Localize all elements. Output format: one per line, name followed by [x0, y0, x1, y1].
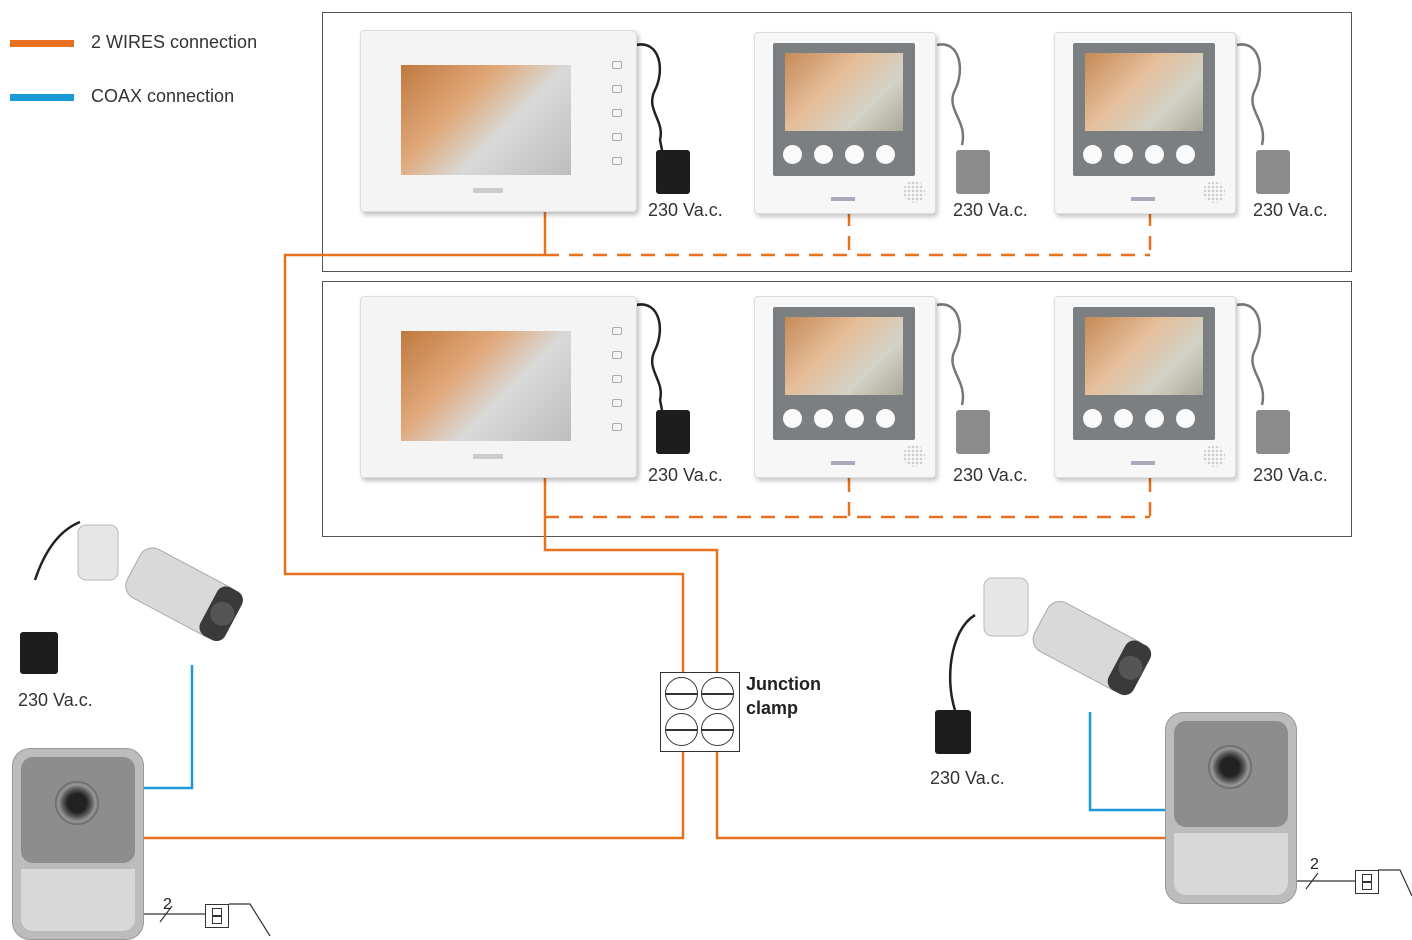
power-supply-row2-m3 — [1256, 410, 1290, 454]
power-supply-row1-m2 — [956, 150, 990, 194]
legend-swatch-2wires — [10, 40, 74, 47]
power-supply-row2-m1 — [656, 410, 690, 454]
camera-left — [77, 524, 243, 642]
junction-label-line1: Junction — [746, 674, 821, 694]
power-supply-camera-left — [20, 632, 58, 674]
wire-row1-main — [283, 212, 685, 672]
monitor-screen — [1085, 53, 1203, 131]
door-station-right — [1165, 712, 1297, 904]
speaker-grille — [1203, 445, 1225, 467]
camera-lens — [1208, 745, 1252, 789]
power-supply-camera-right — [935, 710, 971, 754]
junction-clamp — [660, 672, 740, 752]
coax-right — [1088, 712, 1165, 812]
monitor-large-row2 — [360, 296, 637, 478]
voltage-label: 230 Va.c. — [18, 690, 93, 710]
wire-junction-right-door — [715, 750, 1165, 840]
power-supply-row1-m1 — [656, 150, 690, 194]
monitor-screen — [785, 53, 903, 131]
door-lock-right-icon — [1355, 870, 1379, 894]
speaker-grille — [903, 181, 925, 203]
power-supply-row2-m2 — [956, 410, 990, 454]
apartment-group-2 — [322, 281, 1352, 537]
monitor-screen — [401, 65, 571, 175]
monitor-screen — [1085, 317, 1203, 395]
wire-junction-left-door — [134, 750, 685, 840]
monitor-small-row2-a — [754, 296, 936, 478]
camera-lens — [55, 781, 99, 825]
monitor-screen — [785, 317, 903, 395]
monitor-small-row1-a — [754, 32, 936, 214]
door-station-left — [12, 748, 144, 940]
voltage-label: 230 Va.c. — [1253, 200, 1328, 220]
voltage-label: 230 Va.c. — [953, 465, 1028, 485]
voltage-label: 230 Va.c. — [1253, 465, 1328, 485]
legend-label-2wires: 2 WIRES connection — [91, 32, 258, 52]
power-supply-row1-m3 — [1256, 150, 1290, 194]
voltage-label: 230 Va.c. — [953, 200, 1028, 220]
monitor-small-row2-b — [1054, 296, 1236, 478]
voltage-label: 230 Va.c. — [648, 200, 723, 220]
camera-right — [983, 577, 1152, 696]
monitor-small-row1-b — [1054, 32, 1236, 214]
junction-clamp-label: Junction clamp — [746, 672, 821, 720]
legend-swatch-coax — [10, 94, 74, 101]
wire-row2-main — [543, 478, 719, 672]
monitor-screen — [401, 331, 571, 441]
apartment-group-1 — [322, 12, 1352, 272]
speaker-grille — [1203, 181, 1225, 203]
lock-wire-count-left: 2 — [163, 896, 172, 913]
lock-wire-count-right: 2 — [1310, 856, 1319, 873]
voltage-label: 230 Va.c. — [648, 465, 723, 485]
legend-label-coax: COAX connection — [91, 86, 235, 106]
junction-label-line2: clamp — [746, 698, 799, 718]
speaker-grille — [903, 445, 925, 467]
coax-left — [134, 665, 194, 790]
monitor-large-row1 — [360, 30, 637, 212]
door-lock-left-icon — [205, 904, 229, 928]
voltage-label: 230 Va.c. — [930, 768, 1005, 788]
